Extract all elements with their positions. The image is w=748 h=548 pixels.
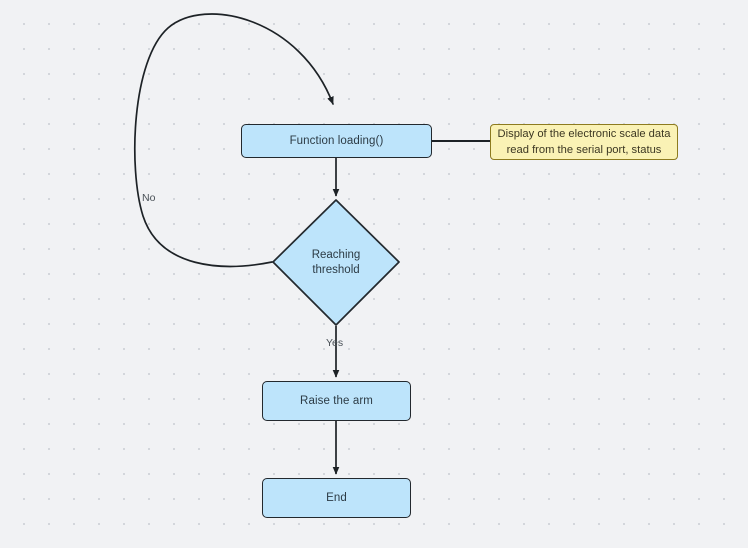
edge-label-yes: Yes xyxy=(326,337,344,349)
node-raise-the-arm-label: Raise the arm xyxy=(300,395,373,407)
node-end[interactable]: End xyxy=(262,478,411,518)
node-function-loading-label: Function loading() xyxy=(289,135,384,147)
node-raise-the-arm[interactable]: Raise the arm xyxy=(262,381,411,421)
node-reaching-threshold-label-line1: Reaching xyxy=(311,249,361,261)
node-reaching-threshold-label-line2: threshold xyxy=(312,264,360,276)
grid-bottom-mask xyxy=(0,536,748,548)
node-end-label: End xyxy=(326,492,347,504)
node-reaching-threshold-label: Reaching threshold xyxy=(312,248,361,278)
note-serial-port[interactable]: Display of the electronic scale data rea… xyxy=(490,124,678,160)
note-serial-port-line2: read from the serial port, status xyxy=(506,144,662,156)
edge-label-no: No xyxy=(142,192,156,204)
node-function-loading[interactable]: Function loading() xyxy=(241,124,432,158)
node-reaching-threshold[interactable]: Reaching threshold xyxy=(273,200,399,326)
note-serial-port-line1: Display of the electronic scale data xyxy=(497,128,671,140)
